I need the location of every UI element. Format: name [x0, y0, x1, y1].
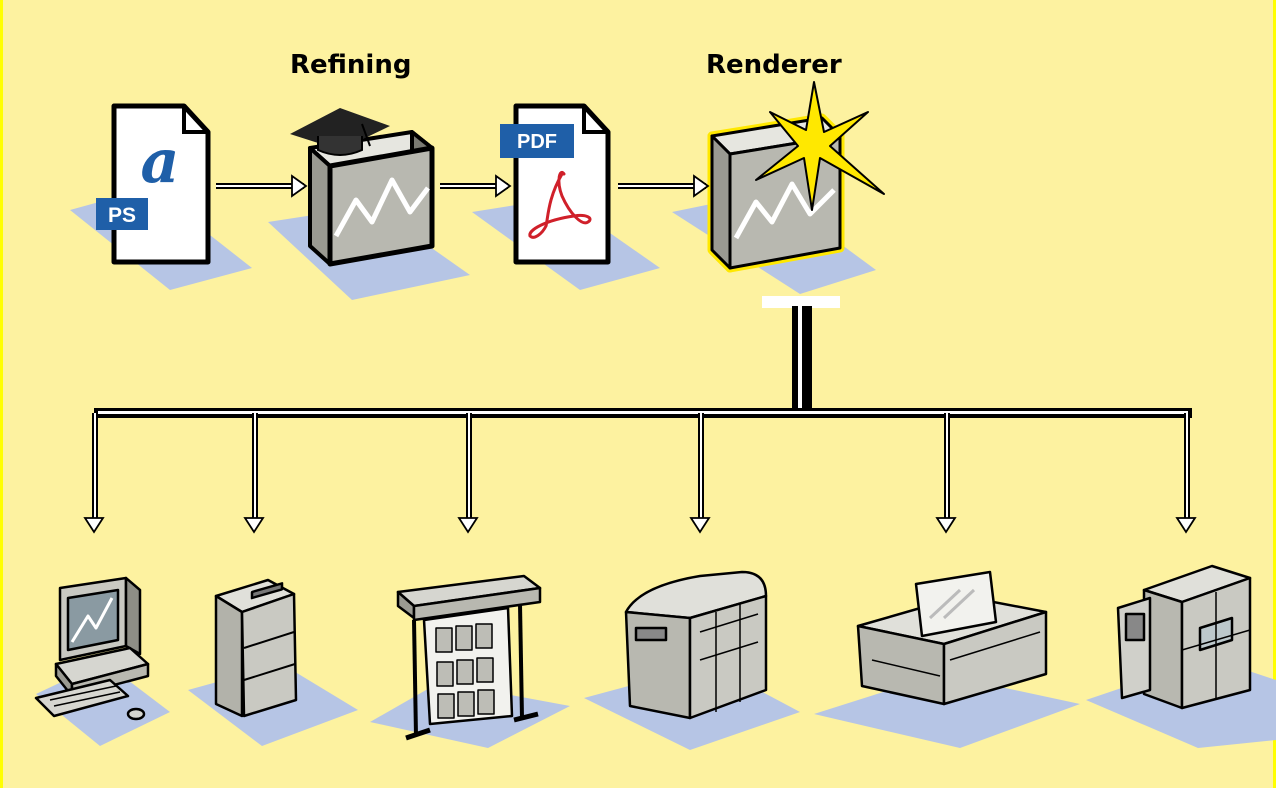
proofing-printer-icon: [624, 570, 768, 720]
desktop-computer-icon: [34, 576, 150, 721]
renderer-box-icon: [707, 81, 885, 273]
imagesetter-icon: [856, 570, 1048, 706]
refining-box-icon: [290, 108, 435, 267]
drop-arrow: [243, 413, 265, 534]
right-border: [1273, 0, 1276, 788]
wide-format-plotter-icon: [396, 574, 542, 741]
shadow: [814, 674, 1080, 748]
drop-arrow: [935, 413, 957, 534]
drop-arrows: [83, 413, 1197, 534]
svg-text:PDF: PDF: [517, 131, 557, 153]
svg-text:a: a: [141, 127, 180, 197]
pdf-file-icon: PDF: [500, 103, 611, 265]
drop-arrow: [83, 413, 105, 534]
drop-arrow: [457, 413, 479, 534]
renderer-label: Renderer: [706, 50, 842, 80]
pipeline-arrow: [440, 174, 512, 198]
refining-label: Refining: [290, 50, 412, 80]
digital-press-icon: [1116, 564, 1252, 710]
postscript-file-icon: a PS: [96, 103, 211, 265]
pipeline-arrow: [216, 174, 308, 198]
drop-arrow: [1175, 413, 1197, 534]
left-border: [0, 0, 3, 788]
svg-text:PS: PS: [108, 204, 136, 227]
laser-printer-icon: [214, 578, 298, 718]
pipeline-arrow: [618, 174, 710, 198]
output-connector: [94, 296, 1192, 418]
drop-arrow: [689, 413, 711, 534]
starburst-icon: [755, 81, 885, 211]
